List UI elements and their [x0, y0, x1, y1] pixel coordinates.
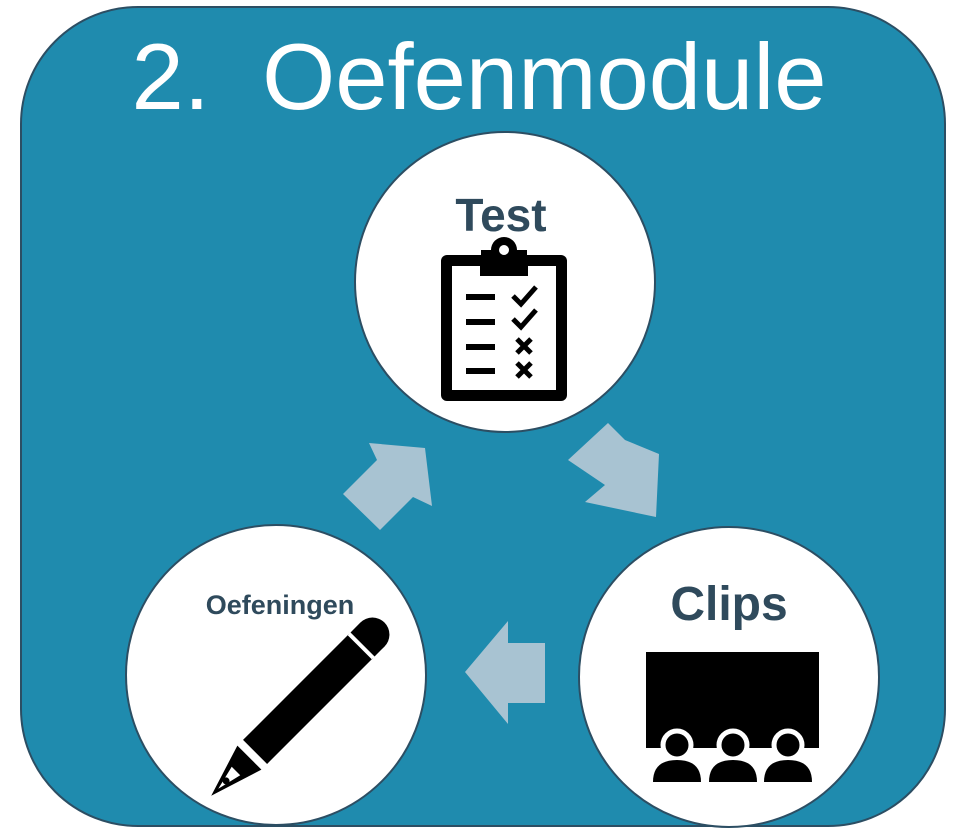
arrow-clips-to-oefeningen: [465, 621, 545, 724]
node-oefeningen: Oefeningen: [125, 524, 427, 826]
clipboard-checklist-icon: [441, 237, 567, 401]
arrow-test-to-clips: [568, 423, 659, 517]
page-title: 2. Oefenmodule: [131, 24, 827, 129]
node-clips-label: Clips: [670, 578, 787, 631]
node-test-label: Test: [455, 189, 546, 241]
node-clips: Clips: [578, 526, 880, 828]
cinema-audience-icon: [646, 652, 819, 782]
node-oefeningen-circle: [125, 524, 427, 826]
node-oefeningen-label: Oefeningen: [206, 590, 355, 620]
arrow-oefeningen-to-test: [343, 443, 432, 530]
pencil-icon: [211, 617, 390, 796]
node-test: Test: [354, 131, 656, 433]
